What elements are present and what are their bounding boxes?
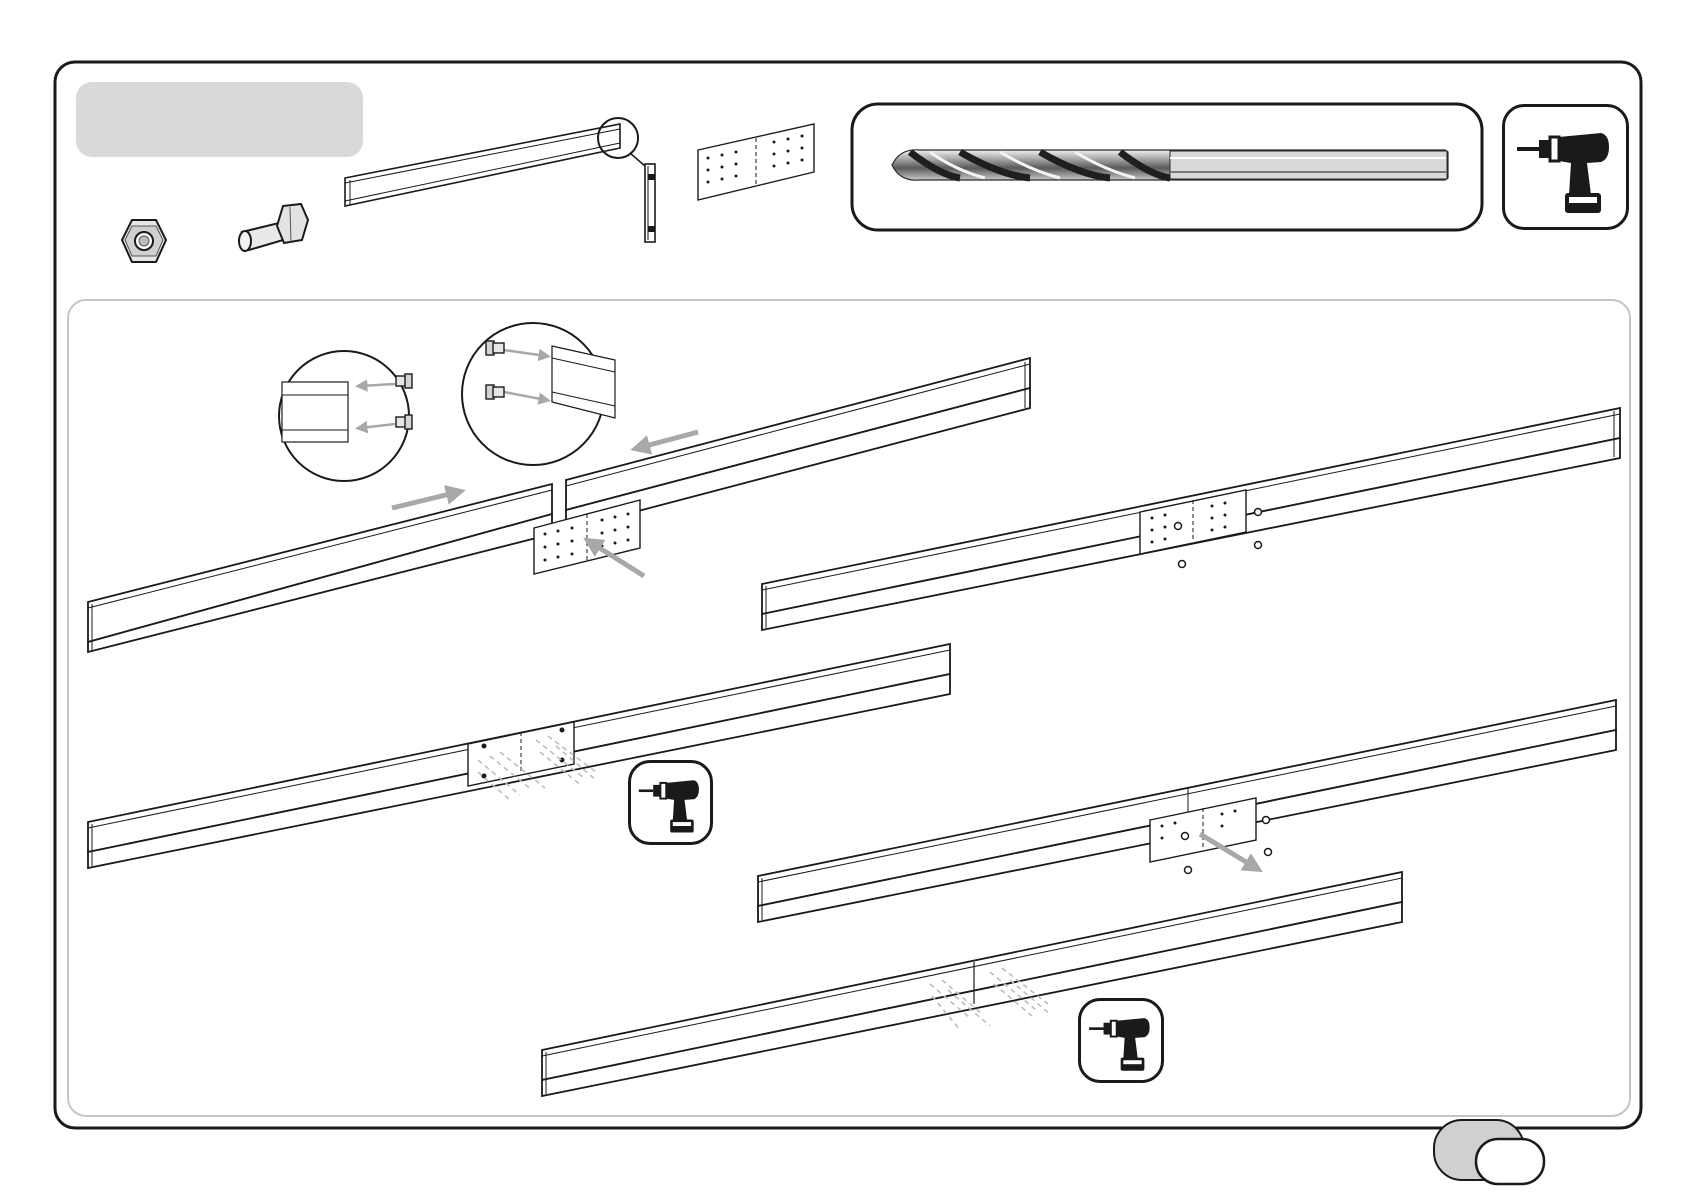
title-panel — [76, 82, 363, 157]
detail-circle-bolts-right — [462, 323, 615, 465]
step-remove-plate — [758, 700, 1616, 922]
hex-bolt-icon — [486, 385, 504, 399]
splice-plate-icon — [698, 124, 814, 200]
power-drill-card-step3 — [628, 760, 713, 845]
hex-bolt-icon — [396, 374, 412, 388]
lock-nut-icon — [122, 220, 166, 262]
hex-bolt-icon — [239, 204, 308, 251]
power-drill-icon — [1081, 1001, 1161, 1080]
push-arrow-left-rail — [392, 492, 458, 508]
power-drill-card-step5 — [1078, 998, 1164, 1083]
drill-bit-card — [852, 104, 1482, 230]
rail-profile-detail-icon — [645, 164, 655, 242]
power-drill-icon — [631, 763, 710, 842]
power-drill-card-top — [1502, 104, 1629, 230]
step-drill-through-holes — [88, 644, 950, 868]
detail-circle-bolts-left — [279, 351, 412, 481]
push-arrow-right-rail — [638, 432, 698, 448]
step-final-drilled-rail — [542, 872, 1402, 1096]
power-drill-icon — [1505, 107, 1626, 227]
rail-channel-icon — [345, 118, 645, 206]
hex-bolt-icon — [396, 415, 412, 429]
hex-bolt-icon — [486, 341, 504, 355]
page-number-badge — [1476, 1139, 1544, 1184]
drill-bit-icon — [892, 150, 1448, 180]
